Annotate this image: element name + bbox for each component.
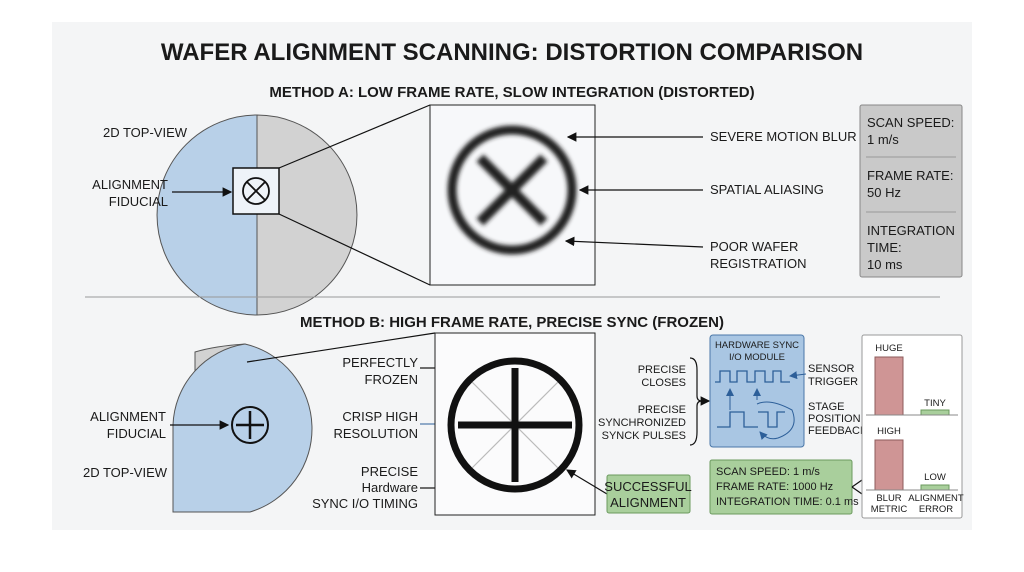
axis-label: ERROR [919,504,953,515]
method-b-wafer [172,343,313,513]
svg-text:ALIGNMENT: ALIGNMENT [610,495,686,510]
svg-text:50 Hz: 50 Hz [867,185,901,200]
sensor-trigger-label: TRIGGER [808,376,858,388]
svg-text:TIME:: TIME: [867,240,902,255]
callout-pulses: PRECISE [638,404,686,416]
svg-text:I/O MODULE: I/O MODULE [729,352,785,363]
callout-crisp: CRISP HIGH [342,409,418,424]
method-b-stats-box: SCAN SPEED: 1 m/s FRAME RATE: 1000 Hz IN… [709,459,859,515]
callout-pulses: SYNCHRONIZED [598,417,686,429]
bar-error-top [920,409,950,416]
callout-aliasing: SPATIAL ALIASING [710,182,824,197]
callout-frozen: PERFECTLY [342,355,418,370]
svg-text:FRAME RATE: 1000 Hz: FRAME RATE: 1000 Hz [716,481,833,493]
svg-text:HARDWARE SYNC: HARDWARE SYNC [715,340,799,351]
method-a-view-label: 2D TOP-VIEW [103,125,188,140]
method-a-stats-box: SCAN SPEED: 1 m/s FRAME RATE: 50 Hz INTE… [859,104,963,278]
method-b-heading: METHOD B: HIGH FRAME RATE, PRECISE SYNC … [300,314,724,331]
callout-timing: PRECISE [361,464,418,479]
method-a-fiducial-label: FIDUCIAL [109,194,168,209]
bar-blur-bottom [874,439,904,491]
callout-registration: REGISTRATION [710,256,807,271]
bar-label: LOW [924,472,946,483]
method-a-wafer [156,114,358,316]
svg-text:INTEGRATION TIME: 0.1 ms: INTEGRATION TIME: 0.1 ms [716,496,859,508]
callout-motion-blur: SEVERE MOTION BLUR [710,129,857,144]
sensor-trigger-label: SENSOR [808,363,855,375]
bar-error-bottom [920,484,950,491]
callout-closes: PRECISE [638,364,686,376]
bar-label: TINY [924,398,946,409]
callout-closes: CLOSES [641,377,686,389]
method-b-view-label: 2D TOP-VIEW [83,465,168,480]
feedback-label: POSITION [808,413,861,425]
feedback-label: STAGE [808,401,844,413]
callout-frozen: FROZEN [365,372,418,387]
feedback-label: FEEDBACK [808,425,868,437]
callout-timing: SYNC I/O TIMING [312,496,418,511]
method-b-fiducial-label: FIDUCIAL [107,426,166,441]
callout-pulses: SYNCK PULSES [602,430,686,442]
svg-text:SCAN SPEED: 1 m/s: SCAN SPEED: 1 m/s [716,466,820,478]
success-badge: SUCCESSFUL ALIGNMENT [604,474,692,514]
method-b-zoom-view [434,332,596,516]
comparison-chart: HUGE TINY HIGH LOW BLUR METRIC ALIGNMENT… [861,334,964,519]
method-a-fiducial-label: ALIGNMENT [92,177,168,192]
axis-label: ALIGNMENT [908,493,964,504]
axis-label: BLUR [876,493,901,504]
fiducial-plus-icon [231,406,269,444]
svg-text:SCAN SPEED:: SCAN SPEED: [867,115,954,130]
svg-text:INTEGRATION: INTEGRATION [867,223,955,238]
title: WAFER ALIGNMENT SCANNING: DISTORTION COM… [161,39,863,66]
callout-crisp: RESOLUTION [333,426,418,441]
bar-label: HIGH [877,426,901,437]
svg-text:1 m/s: 1 m/s [867,132,899,147]
fiducial-x-icon [242,177,270,205]
svg-text:FRAME RATE:: FRAME RATE: [867,168,953,183]
blurred-fiducial-icon [447,125,577,255]
svg-text:10 ms: 10 ms [867,257,903,272]
bar-label: HUGE [875,343,902,354]
sync-module: HARDWARE SYNC I/O MODULE [709,334,805,448]
trigger-waveform [715,370,790,383]
method-a-zoom-view [429,104,596,286]
callout-registration: POOR WAFER [710,239,798,254]
method-a-heading: METHOD A: LOW FRAME RATE, SLOW INTEGRATI… [269,84,754,101]
crisp-fiducial-icon [447,357,583,493]
method-b-fiducial-label: ALIGNMENT [90,409,166,424]
callout-timing: Hardware [362,480,418,495]
svg-text:SUCCESSFUL: SUCCESSFUL [604,479,691,494]
bar-blur-top [874,356,904,416]
axis-label: METRIC [871,504,908,515]
